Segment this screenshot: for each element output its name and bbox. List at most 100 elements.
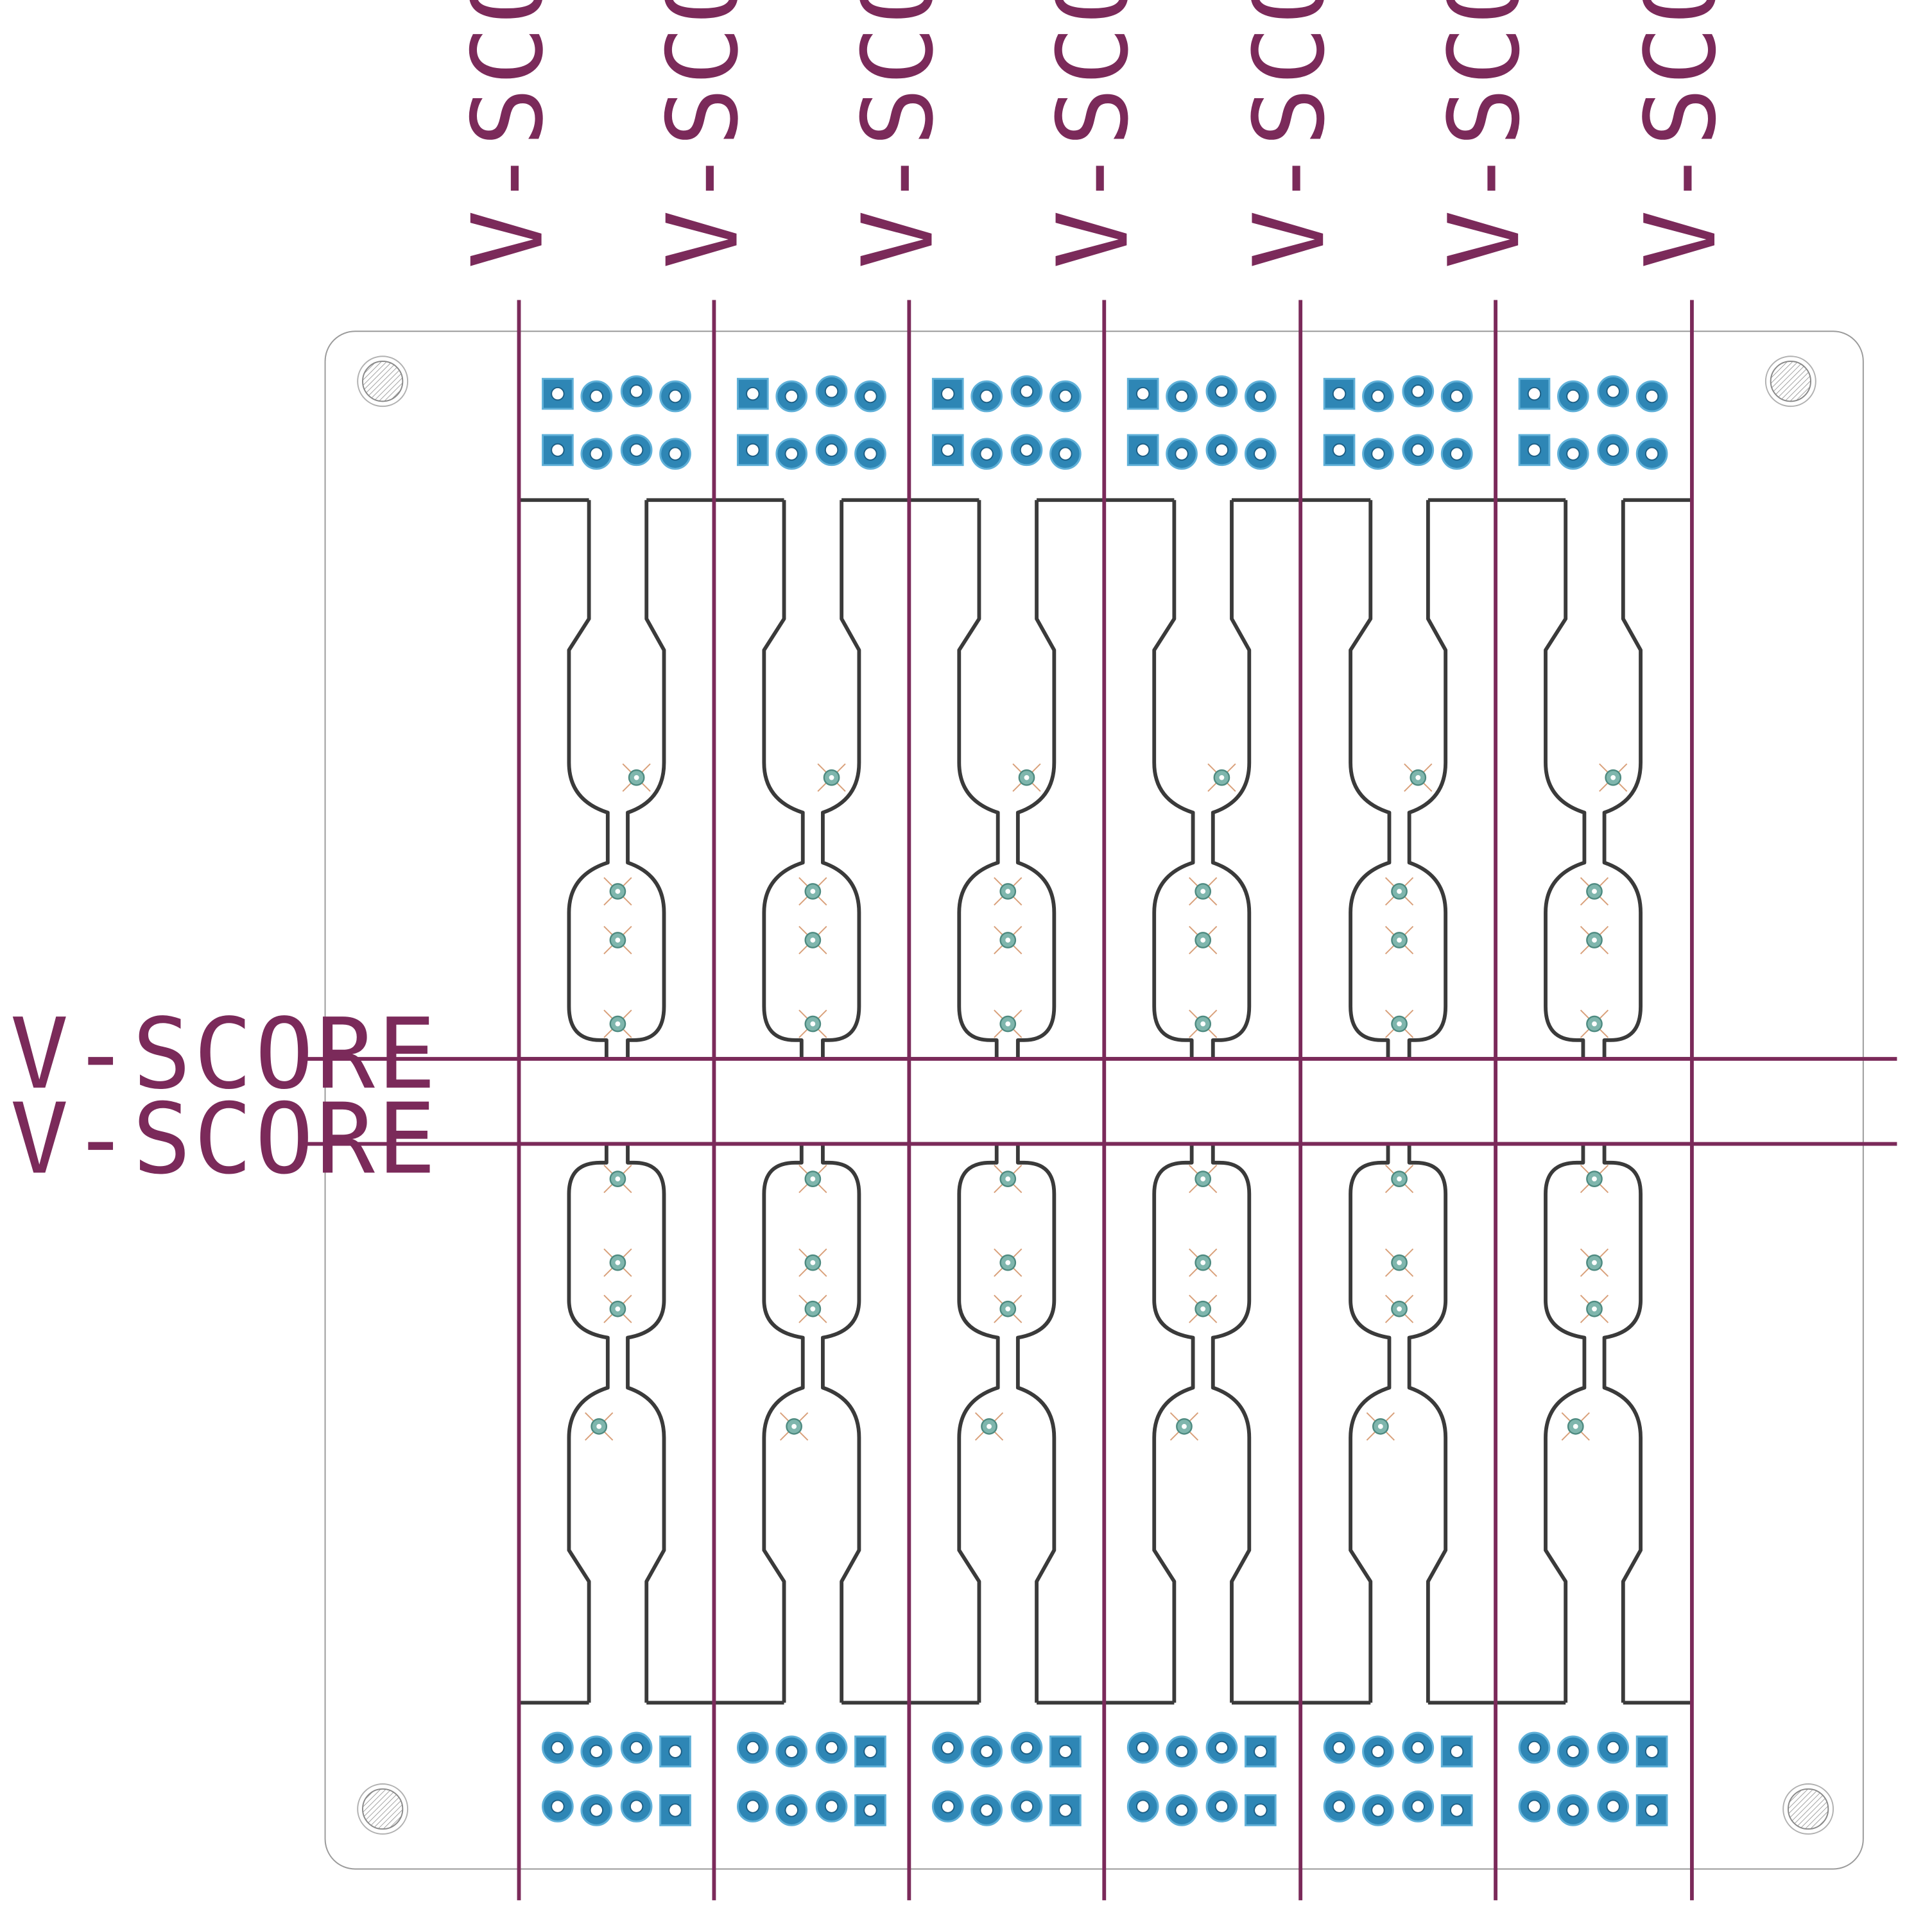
via-hole [1200,1306,1206,1312]
mounting-hole-ring [1764,356,1816,407]
mounting-hole-ring [357,1783,409,1835]
pcb-pad-icon [815,434,848,467]
via-hole [615,938,621,943]
pad-hole [551,443,565,458]
via-hole [1005,1306,1011,1312]
board-outline-path [626,500,666,1059]
pad-hole [824,384,839,399]
via-hole [634,775,639,780]
pad-square [1126,377,1159,410]
pcb-pad-icon [1323,377,1356,410]
board-outline-path [821,1144,861,1703]
pad-square [1518,434,1551,467]
pad-hole [1371,1744,1385,1759]
pad-hole [668,1803,682,1817]
pcb-pad-icon [1126,1731,1159,1764]
pcb-pad-icon [736,1731,769,1764]
pad-hole [1135,1799,1150,1813]
pcb-via-icon [1012,763,1041,792]
pcb-pad-icon [970,1794,1003,1826]
pad-hole [863,389,877,404]
pad-hole [1019,1799,1034,1813]
pcb-via-icon [1189,1248,1218,1277]
pad-hole [1254,1744,1268,1759]
pad-hole [1411,1799,1425,1813]
pad-hole [746,386,760,401]
pad-hole [1254,1803,1268,1817]
via-hole [615,1176,621,1182]
pad-hole [1606,1740,1620,1755]
pcb-via-icon [603,925,632,955]
pcb-pad-icon [1597,1790,1630,1822]
board-outline-path [1602,500,1643,1059]
pad-hole [1566,1744,1580,1759]
board-outline-path [1349,1144,1392,1703]
pcb-via-icon [994,925,1022,955]
pad-hole [1371,447,1385,461]
pcb-pad-icon [1402,1731,1435,1764]
board-outline-path [1349,500,1392,1059]
pad-hole [589,389,604,404]
pcb-via-icon [798,1164,827,1194]
pcb-pad-icon [970,380,1003,413]
board-outline-path [1544,1144,1587,1703]
via-hole [1200,1021,1206,1027]
pcb-pad-icon [659,438,691,470]
pad-hole [863,1744,877,1759]
board-outline-path [1602,1144,1643,1703]
pcb-pad-icon [1244,1735,1277,1768]
pcb-pad-icon [580,1735,613,1768]
pcb-pad-icon [1049,1794,1082,1826]
pcb-via-icon [1189,925,1218,955]
pad-hole [1019,443,1034,458]
pcb-via-icon [1580,925,1609,955]
pcb-via-icon [1561,1412,1590,1441]
pcb-pad-icon [659,1794,691,1826]
via-hole [1592,1306,1597,1312]
hatched-circle-icon [1787,1788,1829,1830]
pad-hole [1332,1799,1347,1813]
board-edge [324,330,1864,1870]
vscore-label-horizontal: V-SCORE [10,997,439,1111]
pcb-pad-icon [815,375,848,407]
pad-hole [629,443,644,458]
pad-hole [1449,1803,1464,1817]
board-outline-path [1544,500,1587,1059]
pcb-via-icon [1189,1294,1218,1323]
pad-hole [1411,443,1425,458]
via-hole [810,1021,816,1027]
pcb-pad-icon [542,434,574,467]
pcb-pad-icon [1126,377,1159,410]
hatched-circle-icon [362,361,404,402]
pad-hole [1175,389,1189,404]
pcb-pad-icon [1049,438,1082,470]
pad-hole [551,1740,565,1755]
vscore-label-vertical: V-SCORE [1232,0,1346,269]
pad-hole [1527,386,1542,401]
pad-hole [784,447,798,461]
pad-hole [1214,1799,1229,1813]
pcb-pad-icon [1244,1794,1277,1826]
pad-hole [1371,389,1385,404]
pcb-pad-icon [1166,1794,1198,1826]
via-hole [1397,1260,1402,1265]
via-hole [1200,938,1206,943]
pcb-via-icon [798,1009,827,1038]
pcb-pad-icon [1440,380,1473,413]
pad-hole [551,1799,565,1813]
pcb-pad-icon [1402,434,1435,467]
pcb-pad-icon [1440,438,1473,470]
vscore-label-vertical: V-SCORE [1427,0,1541,269]
pcb-pad-icon [1597,375,1630,407]
pcb-via-icon [603,1294,632,1323]
pcb-via-icon [798,877,827,906]
pcb-via-icon [1580,1248,1609,1277]
via-hole [1397,889,1402,894]
pcb-via-icon [798,1248,827,1277]
pad-hole [784,1803,798,1817]
pcb-pad-icon [1518,377,1551,410]
pcb-pad-icon [580,438,613,470]
pcb-pad-icon [1323,434,1356,467]
pad-hole [746,443,760,458]
